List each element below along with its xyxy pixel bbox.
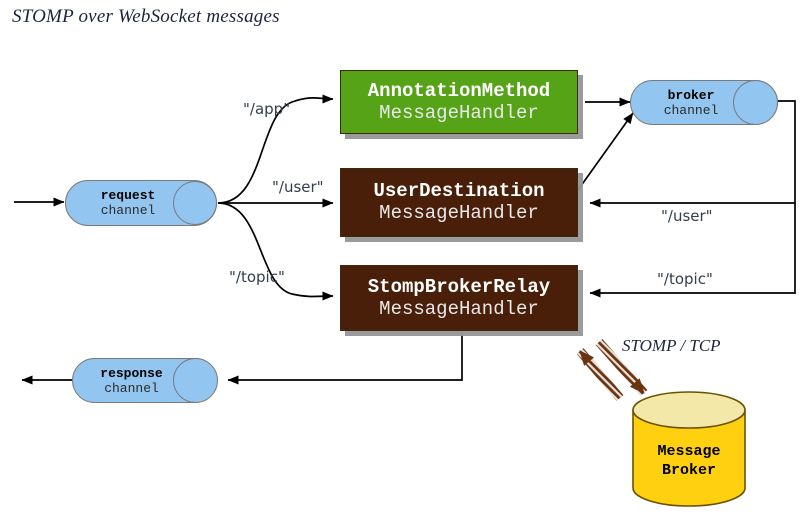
handler-box-stomp-broker-relay[interactable]: StompBrokerRelay MessageHandler xyxy=(340,265,578,331)
edge-request-to-stompbrokerrelay xyxy=(217,202,334,301)
edge-label-stomp-tcp: STOMP / TCP xyxy=(622,336,721,355)
broker-label-line2: Broker xyxy=(661,461,716,479)
channel-knob xyxy=(173,181,217,225)
edge-label-user-left: "/user" xyxy=(272,178,324,196)
handler-subtitle: MessageHandler xyxy=(379,101,539,124)
edge-stompbrokerrelay-to-response xyxy=(227,332,463,385)
message-broker-cylinder[interactable]: Message Broker xyxy=(631,390,747,508)
edge-broker-return-bus xyxy=(589,100,796,298)
channel-knob xyxy=(173,358,218,403)
channel-request[interactable]: request channel xyxy=(65,180,217,226)
cylinder-shape xyxy=(632,391,746,507)
handler-subtitle: MessageHandler xyxy=(379,202,539,224)
handler-box-user-destination[interactable]: UserDestination MessageHandler xyxy=(340,168,578,237)
edge-label-topic-right: "/topic" xyxy=(657,270,713,288)
handler-title: AnnotationMethod xyxy=(367,79,551,102)
edge-request-to-annotation xyxy=(217,94,334,204)
handler-subtitle: MessageHandler xyxy=(379,297,539,320)
channel-broker[interactable]: broker channel xyxy=(630,80,778,125)
handler-title: UserDestination xyxy=(373,180,545,202)
handler-box-annotation-method[interactable]: AnnotationMethod MessageHandler xyxy=(340,70,578,134)
edge-label-topic-left: "/topic" xyxy=(229,268,285,286)
edge-stomp-tcp-down xyxy=(595,339,648,396)
edge-userdestination-to-broker xyxy=(577,112,634,191)
edge-stomp-tcp-up xyxy=(576,348,624,401)
channel-knob xyxy=(733,80,778,125)
edge-label-app: "/app" xyxy=(243,100,291,118)
broker-label-line1: Message xyxy=(657,442,721,460)
handler-title: StompBrokerRelay xyxy=(367,275,551,298)
page-title: STOMP over WebSocket messages xyxy=(12,6,280,27)
edge-label-user-right: "/user" xyxy=(661,207,713,225)
channel-response[interactable]: response channel xyxy=(72,358,218,403)
